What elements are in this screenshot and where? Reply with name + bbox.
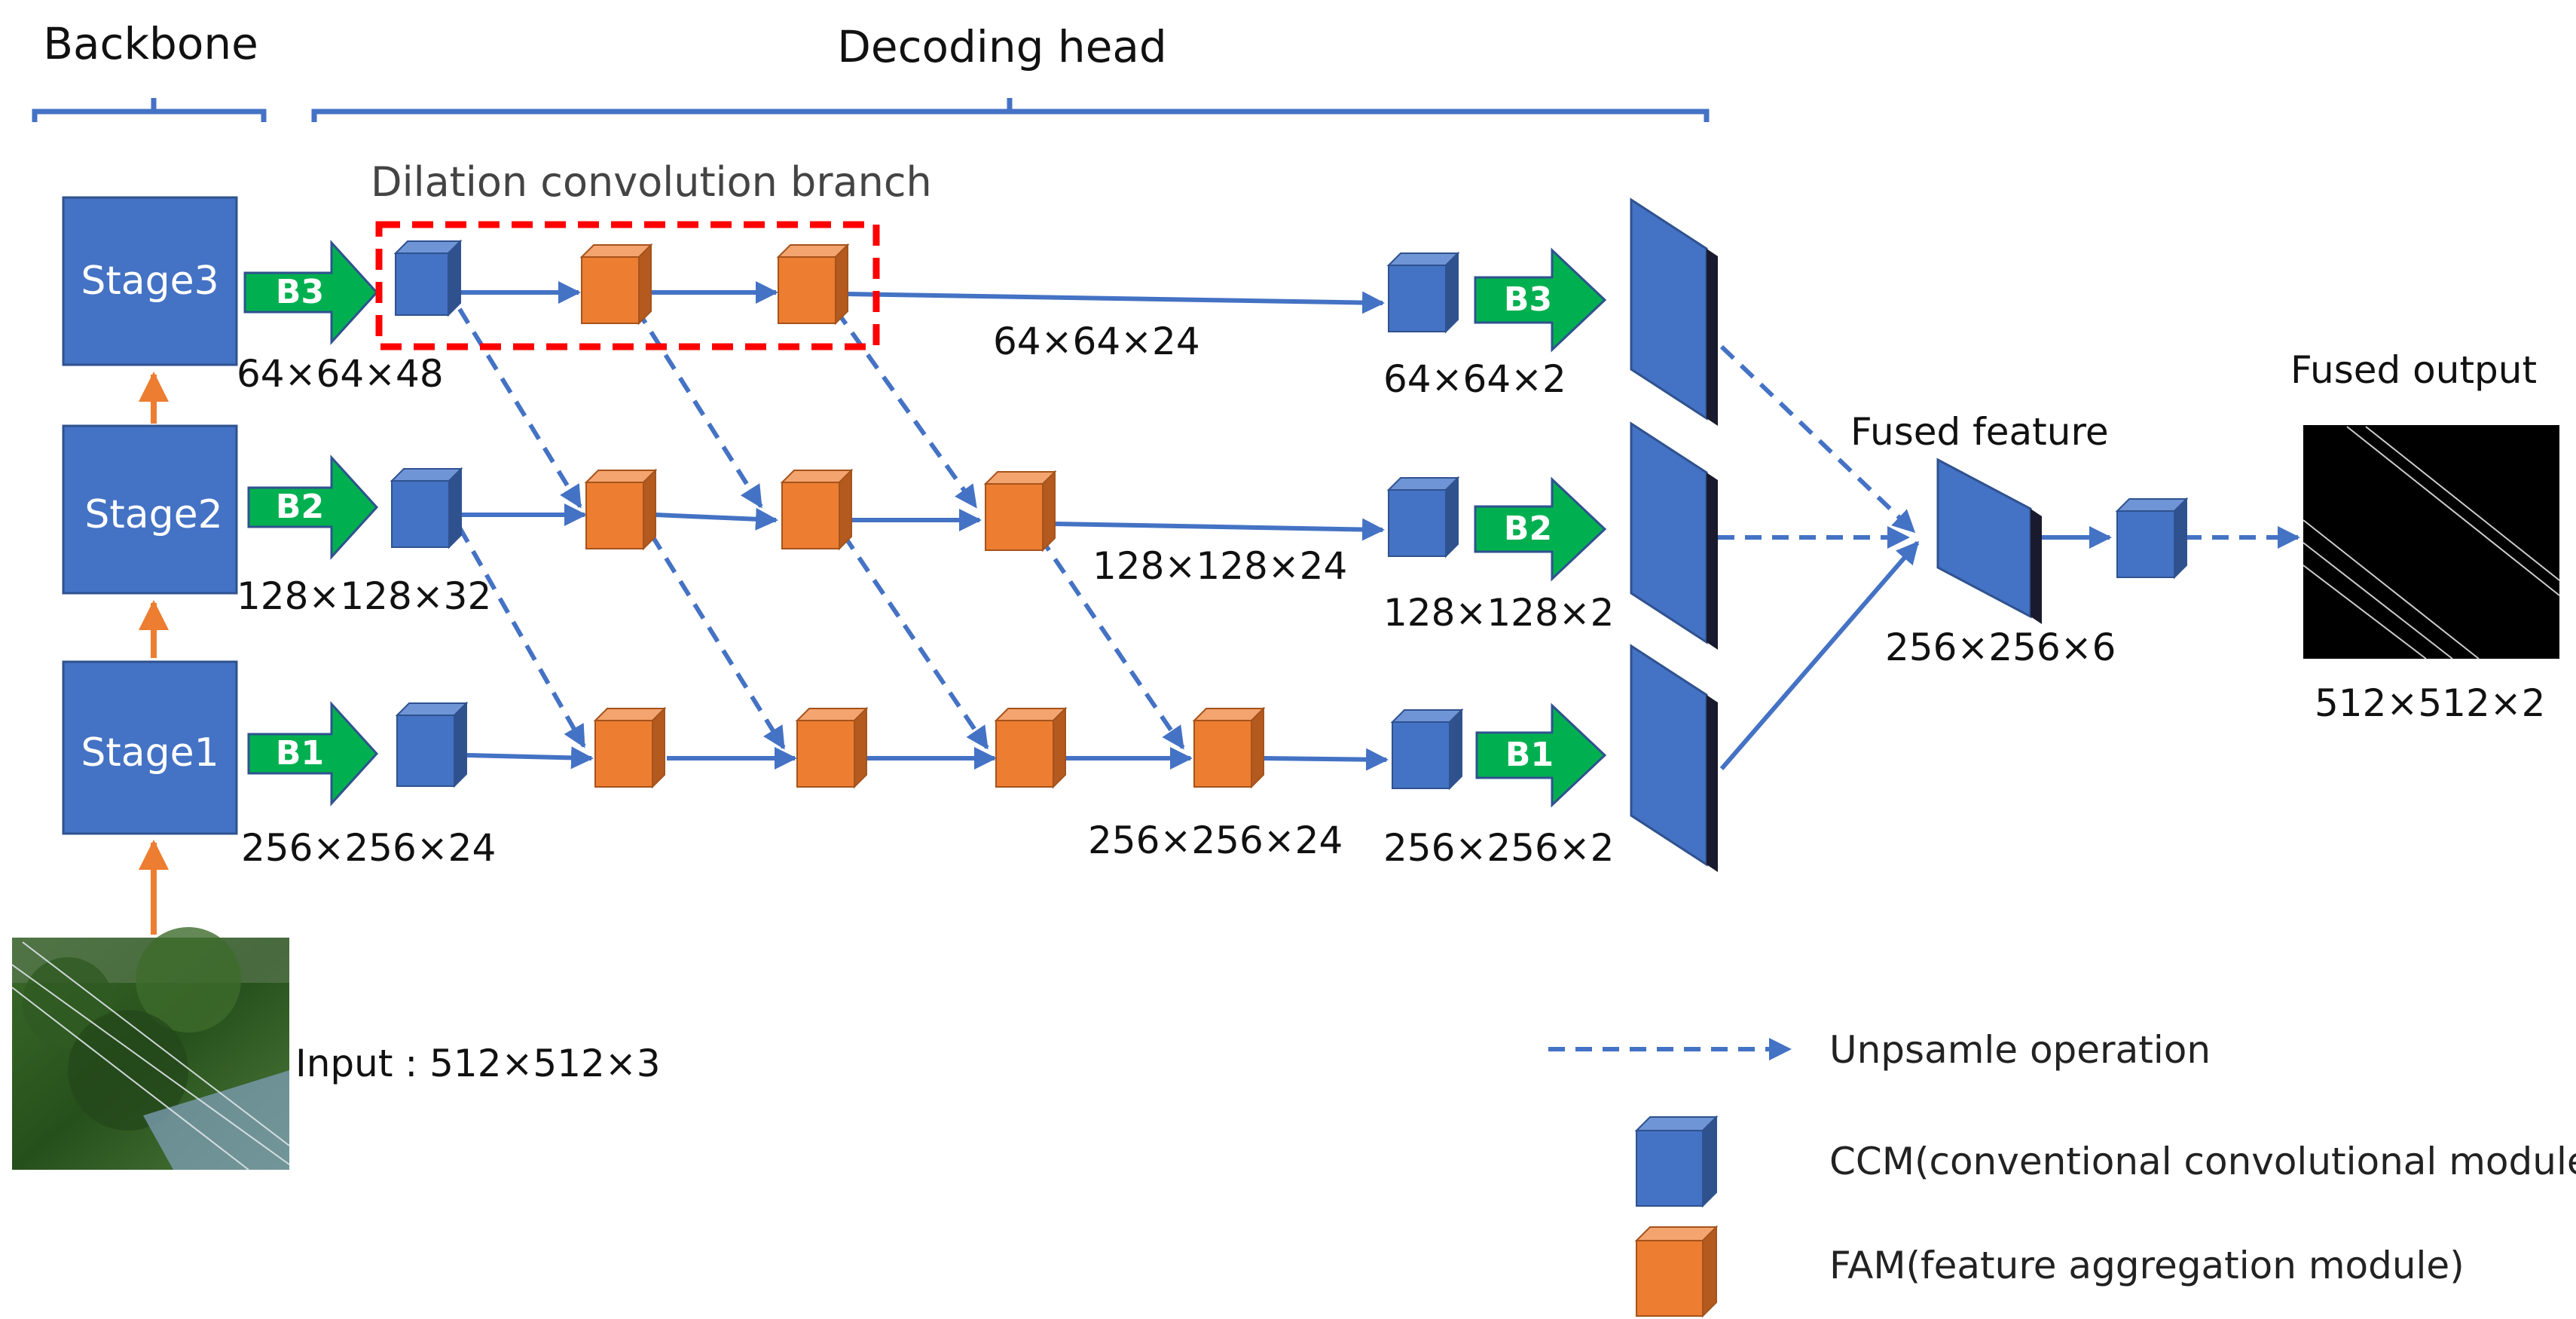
dim-s1-in: 256×256×24 bbox=[241, 826, 496, 870]
fam-cubes bbox=[579, 243, 1266, 789]
dim-r2-mid: 128×128×24 bbox=[1092, 544, 1347, 588]
fused-output-image bbox=[2303, 425, 2560, 660]
fam-cube bbox=[584, 468, 658, 551]
stage3-block: Stage3 bbox=[62, 196, 238, 366]
ccm-cube bbox=[390, 467, 463, 549]
dim-r1-out: 256×256×2 bbox=[1383, 826, 1614, 870]
stage1-label: Stage1 bbox=[81, 730, 218, 776]
branch-b1-left: B1 bbox=[247, 701, 379, 806]
ccm-cube bbox=[395, 701, 469, 788]
branch-b2-left: B2 bbox=[247, 454, 379, 560]
backbone-bracket bbox=[32, 98, 267, 122]
stage1-block: Stage1 bbox=[62, 660, 238, 835]
legend-ccm-label: CCM(conventional convolutional module) bbox=[1829, 1140, 2576, 1183]
b3-label-left: B3 bbox=[276, 273, 324, 311]
feature-map-b3 bbox=[1630, 197, 1718, 426]
dim-fused-output: 512×512×2 bbox=[2315, 681, 2545, 725]
legend: Unpsamle operation CCM(conventional conv… bbox=[1548, 1028, 2576, 1318]
decoding-head-title: Decoding head bbox=[837, 21, 1166, 72]
b1-label-right: B1 bbox=[1505, 736, 1554, 774]
input-label: Input : 512×512×3 bbox=[295, 1042, 661, 1085]
dim-s2-in: 128×128×32 bbox=[237, 574, 491, 618]
fam-cube bbox=[579, 243, 653, 326]
dilation-branch-box bbox=[375, 221, 880, 350]
fam-cube bbox=[983, 470, 1057, 552]
legend-upsample-label: Unpsamle operation bbox=[1829, 1028, 2211, 1072]
connections-solid bbox=[456, 281, 2112, 771]
fused-feature-map bbox=[1936, 458, 2042, 624]
connections-dashed bbox=[457, 308, 2300, 750]
branch-b2-right: B2 bbox=[1474, 476, 1607, 582]
b1-label-left: B1 bbox=[276, 734, 324, 773]
ccm-cube bbox=[1390, 708, 1464, 791]
fam-cube bbox=[1192, 706, 1266, 789]
b2-label-right: B2 bbox=[1504, 510, 1552, 548]
backbone-title: Backbone bbox=[43, 18, 258, 69]
dim-fused-feature: 256×256×6 bbox=[1885, 626, 2116, 669]
dim-r3-out: 64×64×2 bbox=[1383, 357, 1566, 401]
feature-maps bbox=[1630, 197, 2042, 872]
dilation-branch-label: Dilation convolution branch bbox=[371, 158, 932, 206]
dim-s3-in: 64×64×48 bbox=[237, 352, 444, 396]
decoding-head-bracket bbox=[311, 98, 1710, 122]
ccm-cube bbox=[393, 239, 463, 317]
dim-r1-mid: 256×256×24 bbox=[1088, 819, 1343, 862]
legend-fam-label: FAM(feature aggregation module) bbox=[1829, 1244, 2464, 1287]
feature-map-b1 bbox=[1630, 644, 1718, 872]
branch-b3-left: B3 bbox=[243, 240, 379, 345]
fam-cube bbox=[795, 706, 869, 789]
ccm-cube bbox=[2115, 497, 2189, 580]
b3-label-right: B3 bbox=[1504, 280, 1552, 319]
fam-cube bbox=[994, 706, 1068, 789]
branch-b1-right: B1 bbox=[1475, 702, 1607, 808]
dim-r2-out: 128×128×2 bbox=[1383, 591, 1614, 635]
stage2-label: Stage2 bbox=[84, 492, 222, 537]
b2-label-left: B2 bbox=[276, 488, 324, 526]
stage3-label: Stage3 bbox=[81, 259, 218, 304]
fused-output-label: Fused output bbox=[2290, 348, 2537, 392]
feature-map-b2 bbox=[1630, 421, 1718, 650]
ccm-cube bbox=[1386, 251, 1460, 334]
ccm-cubes bbox=[390, 239, 2189, 791]
legend-fam-cube bbox=[1634, 1225, 1719, 1318]
ccm-cube bbox=[1386, 476, 1460, 559]
stage2-block: Stage2 bbox=[62, 424, 238, 595]
fam-cube bbox=[776, 243, 850, 326]
input-image bbox=[11, 927, 290, 1171]
fused-feature-label: Fused feature bbox=[1850, 410, 2109, 454]
branch-b3-right: B3 bbox=[1474, 247, 1607, 353]
dim-r3-mid: 64×64×24 bbox=[993, 320, 1200, 363]
legend-ccm-cube bbox=[1634, 1115, 1719, 1208]
fam-cube bbox=[593, 706, 667, 789]
fam-cube bbox=[780, 468, 854, 551]
